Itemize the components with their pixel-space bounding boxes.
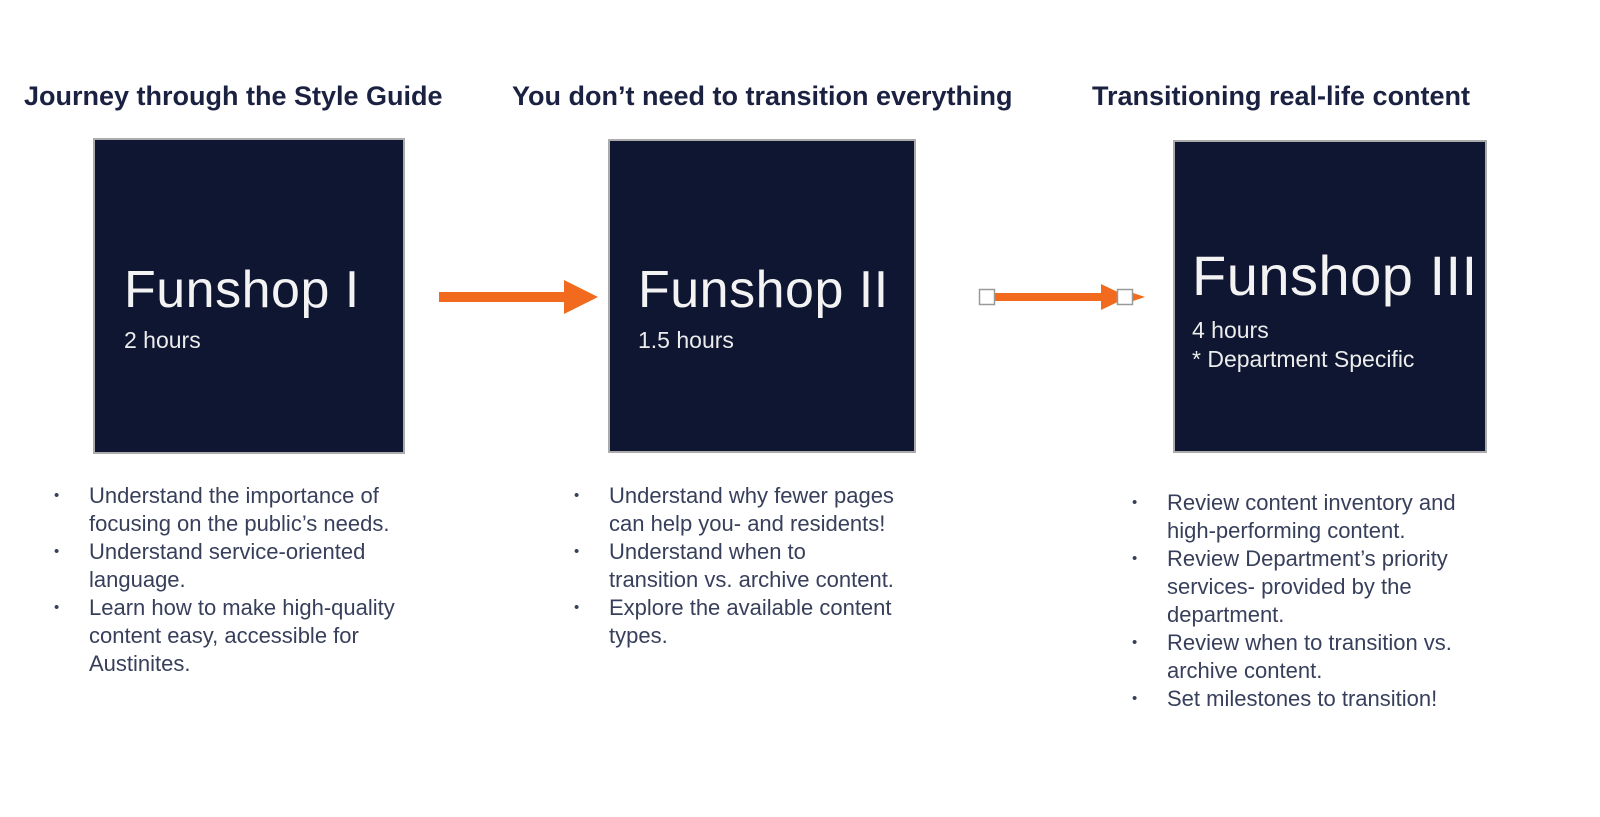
- flow-arrow-2-icon[interactable]: [975, 277, 1150, 317]
- bullet-text: archive content.: [1167, 658, 1323, 683]
- flow-arrow-1-icon[interactable]: [436, 277, 602, 317]
- funshop2-bullet-list: • Understand why fewer pages can help yo…: [570, 482, 894, 650]
- bullet-text: Review when to transition vs.: [1167, 630, 1452, 655]
- funshop3-box[interactable]: Funshop III 4 hours * Department Specifi…: [1173, 140, 1487, 453]
- bullet-icon: •: [1132, 494, 1138, 511]
- list-item: • Understand when to transition vs. arch…: [570, 538, 894, 594]
- bullet-icon: •: [1132, 550, 1138, 567]
- bullet-text: department.: [1167, 602, 1285, 627]
- bullet-text: Learn how to make high-quality: [89, 595, 395, 620]
- bullet-text: services- provided by the: [1167, 574, 1412, 599]
- funshop2-title: Funshop II: [638, 260, 889, 319]
- funshop3-note: * Department Specific: [1192, 346, 1415, 373]
- column1-header: Journey through the Style Guide: [24, 81, 443, 111]
- bullet-text: focusing on the public’s needs.: [89, 511, 390, 536]
- list-item: • Explore the available content types.: [570, 594, 894, 650]
- selection-handle-start[interactable]: [978, 288, 996, 306]
- bullet-text: Austinites.: [89, 651, 191, 676]
- bullet-icon: •: [574, 487, 580, 504]
- bullet-text: Review Department’s priority: [1167, 546, 1448, 571]
- list-item: • Review content inventory and high-perf…: [1128, 489, 1456, 545]
- selection-handle-end[interactable]: [1116, 288, 1134, 306]
- bullet-text: Explore the available content: [609, 595, 892, 620]
- funshop1-box[interactable]: Funshop I 2 hours: [93, 138, 405, 454]
- list-item: • Learn how to make high-quality content…: [50, 594, 395, 678]
- bullet-text: Understand service-oriented: [89, 539, 366, 564]
- bullet-text: Understand why fewer pages: [609, 483, 894, 508]
- funshop1-duration: 2 hours: [124, 327, 201, 354]
- bullet-text: Review content inventory and: [1167, 490, 1456, 515]
- bullet-text: content easy, accessible for: [89, 623, 359, 648]
- funshop2-box[interactable]: Funshop II 1.5 hours: [608, 139, 916, 453]
- funshop3-title: Funshop III: [1192, 243, 1478, 307]
- list-item: • Review Department’s priority services-…: [1128, 545, 1456, 629]
- bullet-text: can help you- and residents!: [609, 511, 886, 536]
- bullet-text: types.: [609, 623, 668, 648]
- funshop2-duration: 1.5 hours: [638, 327, 734, 354]
- funshop3-bullet-list: • Review content inventory and high-perf…: [1128, 489, 1456, 713]
- bullet-text: language.: [89, 567, 186, 592]
- bullet-icon: •: [54, 599, 60, 616]
- funshop1-title: Funshop I: [124, 260, 360, 319]
- bullet-icon: •: [1132, 690, 1138, 707]
- funshop1-bullet-list: • Understand the importance of focusing …: [50, 482, 395, 678]
- list-item: • Set milestones to transition!: [1128, 685, 1456, 713]
- bullet-icon: •: [54, 543, 60, 560]
- bullet-text: high-performing content.: [1167, 518, 1406, 543]
- bullet-text: Understand when to: [609, 539, 806, 564]
- column2-header: You don’t need to transition everything: [512, 81, 1013, 111]
- bullet-icon: •: [1132, 634, 1138, 651]
- list-item: • Understand why fewer pages can help yo…: [570, 482, 894, 538]
- list-item: • Review when to transition vs. archive …: [1128, 629, 1456, 685]
- bullet-icon: •: [574, 599, 580, 616]
- bullet-icon: •: [54, 487, 60, 504]
- column3-header: Transitioning real-life content: [1092, 81, 1471, 111]
- bullet-text: transition vs. archive content.: [609, 567, 894, 592]
- funshop3-duration: 4 hours: [1192, 317, 1269, 344]
- bullet-text: Understand the importance of: [89, 483, 379, 508]
- list-item: • Understand service-oriented language.: [50, 538, 395, 594]
- list-item: • Understand the importance of focusing …: [50, 482, 395, 538]
- bullet-icon: •: [574, 543, 580, 560]
- bullet-text: Set milestones to transition!: [1167, 686, 1438, 711]
